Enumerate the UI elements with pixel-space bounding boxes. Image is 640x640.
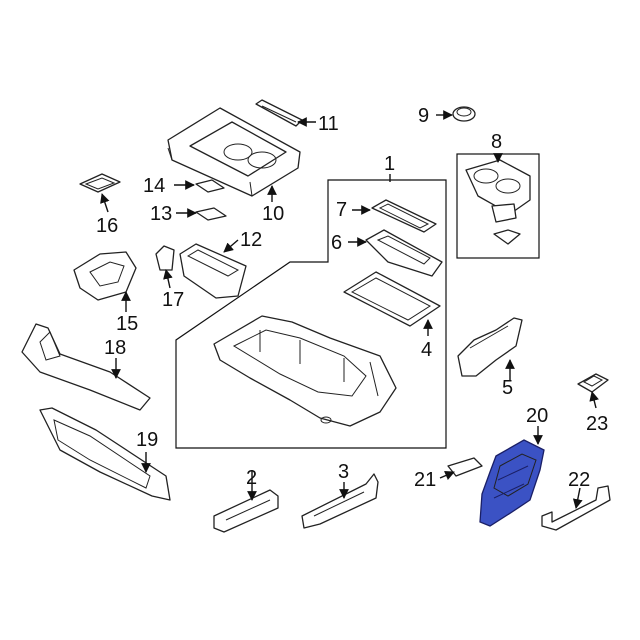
console-frame[interactable] [213,315,397,427]
callout-16: 16 [96,215,118,237]
part-7-lid-pad[interactable] [371,199,437,233]
part-16-mat[interactable] [79,173,121,193]
callout-17: 17 [162,289,184,311]
callout-4: 4 [421,339,432,361]
part-8-cupholder[interactable] [465,159,531,245]
callout-13: 13 [150,203,172,225]
callout-3: 3 [338,461,349,483]
callout-10: 10 [262,203,284,225]
callout-20: 20 [526,405,548,427]
callout-18: 18 [104,337,126,359]
part-5-side-bracket[interactable] [457,317,523,377]
callout-2: 2 [246,467,257,489]
callout-11: 11 [318,113,339,135]
callout-14: 14 [143,175,165,197]
part-6-lid-tray[interactable] [365,229,443,277]
part-11-trim-strip[interactable] [255,99,303,127]
callout-22: 22 [568,469,590,491]
callout-1: 1 [384,153,395,175]
part-4-base-mat[interactable] [343,271,441,327]
part-18-side-rail[interactable] [21,323,151,411]
part-12-storage-bin[interactable] [179,243,247,299]
callout-21: 21 [414,469,436,491]
part-22-u-trim[interactable] [541,485,611,531]
part-19-front-panel[interactable] [39,407,171,501]
callout-7: 7 [336,199,347,221]
assembly-1-group-box [175,179,447,449]
leader-lines [100,110,599,509]
callout-12: 12 [240,229,262,251]
callout-8: 8 [491,131,502,153]
part-2-bracket[interactable] [213,489,279,533]
part-21-pad[interactable] [447,457,483,477]
callout-labels: 1 2 3 4 5 6 7 8 9 10 11 12 13 14 15 16 1… [96,105,608,491]
part-10-top-panel[interactable] [167,107,301,197]
callout-23: 23 [586,413,608,435]
part-20-rear-vent-highlighted[interactable] [479,439,545,527]
part-9-grommet[interactable] [452,106,476,122]
part-14-pad[interactable] [195,179,225,193]
part-15-tray[interactable] [73,251,137,301]
part-13-pad[interactable] [195,207,227,221]
part-3-bracket[interactable] [301,473,379,529]
part-23-switch[interactable] [577,373,609,393]
part-17-clip[interactable] [155,245,175,271]
callout-9: 9 [418,105,429,127]
callout-6: 6 [331,232,342,254]
callout-5: 5 [502,377,513,399]
callout-19: 19 [136,429,158,451]
callout-15: 15 [116,313,138,335]
